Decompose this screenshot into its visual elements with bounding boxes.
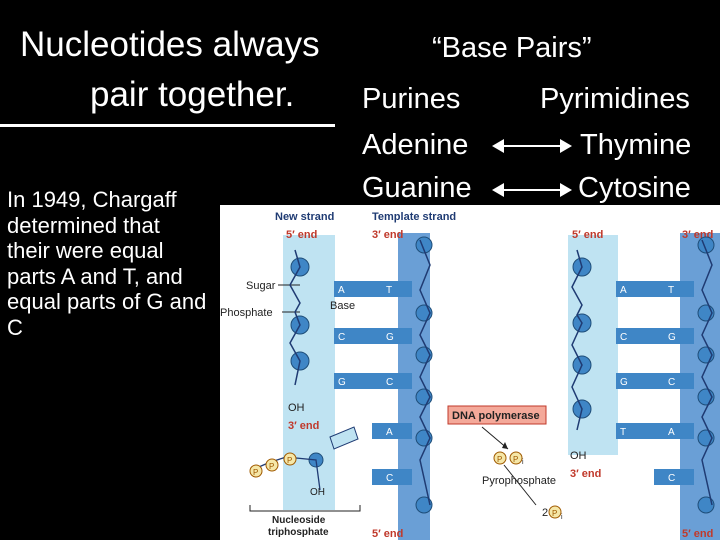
pi-subscript: i (561, 514, 563, 521)
right-template-base-letter: T (668, 285, 674, 296)
p-label: P (552, 509, 557, 518)
right-base-letter: T (620, 427, 626, 438)
left-template-base-block (372, 423, 412, 439)
template-strand-label: Template strand (372, 211, 456, 223)
nucleoside-label: Nucleoside (272, 515, 326, 526)
right-template-base-letter: C (668, 473, 675, 484)
polymerase-arrowhead (502, 442, 508, 449)
purine-guanine: Guanine (362, 172, 472, 204)
right-template-base-letter: G (668, 332, 676, 343)
pyrimidines-label: Pyrimidines (540, 83, 690, 115)
left-template-5-end: 5′ end (372, 528, 403, 540)
left-template-base-letter: G (386, 332, 394, 343)
left-base-block (334, 328, 372, 344)
triphosphate-p-group (249, 452, 297, 478)
left-base-block (334, 373, 372, 389)
right-new-3-end: 3′ end (570, 468, 601, 480)
two-pi-coefficient: 2 (542, 507, 548, 519)
pair-arrow-at (492, 139, 572, 153)
new-strand-backbone-line-left (289, 249, 301, 386)
nucleoside-bracket (249, 505, 361, 512)
left-template-3-end: 3′ end (372, 229, 403, 241)
dna-replication-diagram: New strand Template strand 5′ end 3′ end… (220, 205, 720, 540)
inorganic-phosphate-p (548, 505, 562, 519)
template-phosphate-node (415, 496, 433, 514)
left-template-base-letter: T (386, 285, 392, 296)
left-template-base-block (372, 469, 412, 485)
template-backbone-line-right (701, 239, 713, 506)
left-new-3-end: 3′ end (288, 420, 319, 432)
oh-label-right: OH (570, 450, 587, 462)
right-template-base-block (654, 281, 694, 297)
dna-polymerase-label: DNA polymerase (452, 410, 540, 422)
p-label: P (253, 468, 258, 477)
title-underline (0, 124, 335, 127)
left-base-block (334, 281, 372, 297)
right-base-block (616, 373, 654, 389)
base-pairs-heading: “Base Pairs” (432, 32, 592, 64)
new-strand-backbone-line-right (571, 249, 583, 431)
sugar-label: Sugar (246, 280, 276, 292)
left-base-letter: C (338, 332, 345, 343)
right-template-base-block (654, 423, 694, 439)
new-strand-backbone-left (283, 235, 335, 510)
pyrophosphate-p (493, 451, 507, 465)
right-template-base-block (654, 373, 694, 389)
pair-arrow-gc (492, 183, 572, 197)
pi-subscript: i (522, 459, 524, 466)
pyrophosphate-p (509, 451, 523, 465)
p-label: P (287, 456, 292, 465)
right-base-letter: G (620, 377, 628, 388)
chargaff-paragraph: In 1949, Chargaff determined that their … (7, 187, 207, 340)
right-template-5-end: 5′ end (682, 528, 713, 540)
left-template-base-block (372, 328, 412, 344)
dna-polymerase-box (447, 405, 547, 425)
pyrophosphate-arrow (503, 464, 537, 506)
p-label: P (513, 455, 518, 464)
right-template-base-letter: C (668, 377, 675, 388)
new-strand-label: New strand (275, 211, 334, 223)
right-new-5-end: 5′ end (572, 229, 603, 241)
right-template-base-block (654, 328, 694, 344)
p-label: P (497, 455, 502, 464)
base-label: Base (330, 300, 355, 312)
left-template-base-letter: A (386, 427, 393, 438)
phosphate-label: Phosphate (220, 307, 273, 319)
left-template-base-letter: C (386, 377, 393, 388)
right-base-letter: A (620, 285, 627, 296)
left-template-base-block (372, 281, 412, 297)
slide-title-line2: pair together. (90, 75, 295, 114)
oh-incoming-label: OH (310, 487, 325, 498)
pyrimidine-thymine: Thymine (580, 129, 692, 161)
left-base-letter: G (338, 377, 346, 388)
purines-label: Purines (362, 83, 461, 115)
template-backbone-line-left (419, 239, 431, 506)
left-base-letter: A (338, 285, 345, 296)
right-base-letter: C (620, 332, 627, 343)
right-base-block (616, 423, 654, 439)
oh-label-left: OH (288, 402, 305, 414)
left-template-base-letter: C (386, 473, 393, 484)
incoming-nucleotide-sugar (329, 426, 359, 450)
right-template-base-letter: A (668, 427, 675, 438)
right-base-block (616, 328, 654, 344)
template-phosphate-node (697, 496, 715, 514)
triphosphate-label: triphosphate (268, 527, 329, 538)
purine-adenine: Adenine (362, 129, 469, 161)
right-template-base-block (654, 469, 694, 485)
left-template-base-block (372, 373, 412, 389)
pyrophosphate-label: Pyrophosphate (482, 475, 556, 487)
right-base-block (616, 281, 654, 297)
p-label: P (269, 462, 274, 471)
slide-title-line1: Nucleotides always (20, 25, 320, 64)
left-new-5-end: 5′ end (286, 229, 317, 241)
pyrimidine-cytosine: Cytosine (578, 172, 691, 204)
